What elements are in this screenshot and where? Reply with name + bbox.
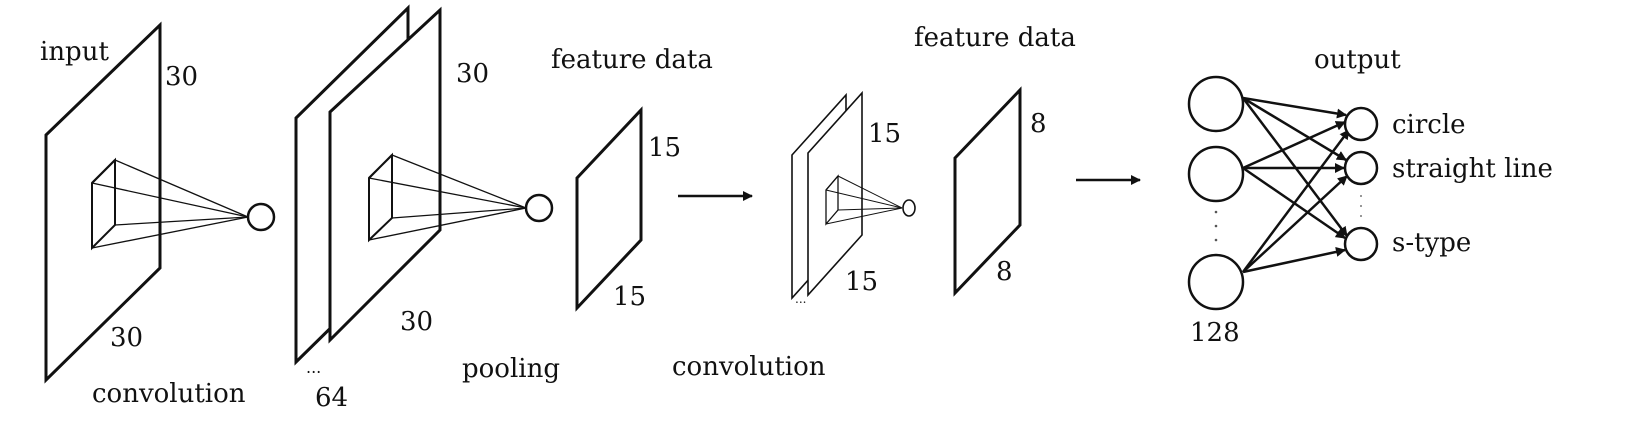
maps2-width-label: 15 (845, 267, 878, 297)
maps1-ellipsis: ... (306, 358, 321, 377)
output-title: output (1314, 45, 1401, 75)
hidden-node (1187, 75, 1245, 133)
hidden-nodes-ellipsis (1214, 210, 1218, 242)
input-plane (44, 21, 162, 384)
conv2-neuron (902, 199, 916, 217)
conv1-maps-group (294, 4, 554, 366)
fc-network (1187, 75, 1379, 311)
input-receptive-field (91, 157, 116, 251)
input-label: input (40, 37, 109, 67)
input-projection-lines (91, 159, 249, 249)
conv2-projection-lines (825, 175, 903, 225)
feature1-height-label: 15 (648, 133, 681, 163)
pooling-neuron (524, 193, 554, 223)
input-height-label: 30 (165, 62, 198, 92)
output-label-stype: s-type (1392, 228, 1471, 258)
fc-connections (1241, 96, 1351, 274)
input-width-label: 30 (110, 323, 143, 353)
maps2-ellipsis: ... (795, 292, 806, 306)
fc-output-nodes (1343, 106, 1379, 262)
output-nodes-ellipsis (1360, 195, 1362, 217)
feature2-plane (953, 86, 1022, 297)
fc-hidden-nodes (1187, 75, 1245, 311)
maps1-count-label: 64 (315, 383, 348, 413)
hidden-count-label: 128 (1190, 318, 1240, 348)
feature1-title: feature data (551, 45, 713, 75)
feature1-plane (575, 106, 643, 312)
feature2-width-label: 8 (996, 257, 1013, 287)
output-label-straight: straight line (1392, 154, 1553, 184)
conv1-neuron (246, 202, 276, 232)
output-node-stype (1343, 226, 1379, 262)
maps1-width-label: 30 (400, 307, 433, 337)
output-node-circle (1343, 106, 1379, 142)
feature2-title: feature data (914, 23, 1076, 53)
conv2-label: convolution (672, 352, 826, 382)
output-node-straight (1343, 150, 1379, 186)
output-label-circle: circle (1392, 110, 1466, 140)
conv2-map-front (807, 90, 863, 298)
conv2-maps-group (791, 90, 916, 301)
maps2-height-label: 15 (868, 119, 901, 149)
conv1-map-front (328, 6, 442, 344)
conv1-label: convolution (92, 379, 246, 409)
hidden-node (1187, 253, 1245, 311)
hidden-node (1187, 145, 1245, 203)
conv1-projection-lines (368, 154, 527, 241)
maps1-height-label: 30 (456, 59, 489, 89)
pooling-label: pooling (462, 354, 560, 384)
feature1-width-label: 15 (613, 282, 646, 312)
input-plane-group (44, 21, 276, 384)
feature2-height-label: 8 (1030, 109, 1047, 139)
